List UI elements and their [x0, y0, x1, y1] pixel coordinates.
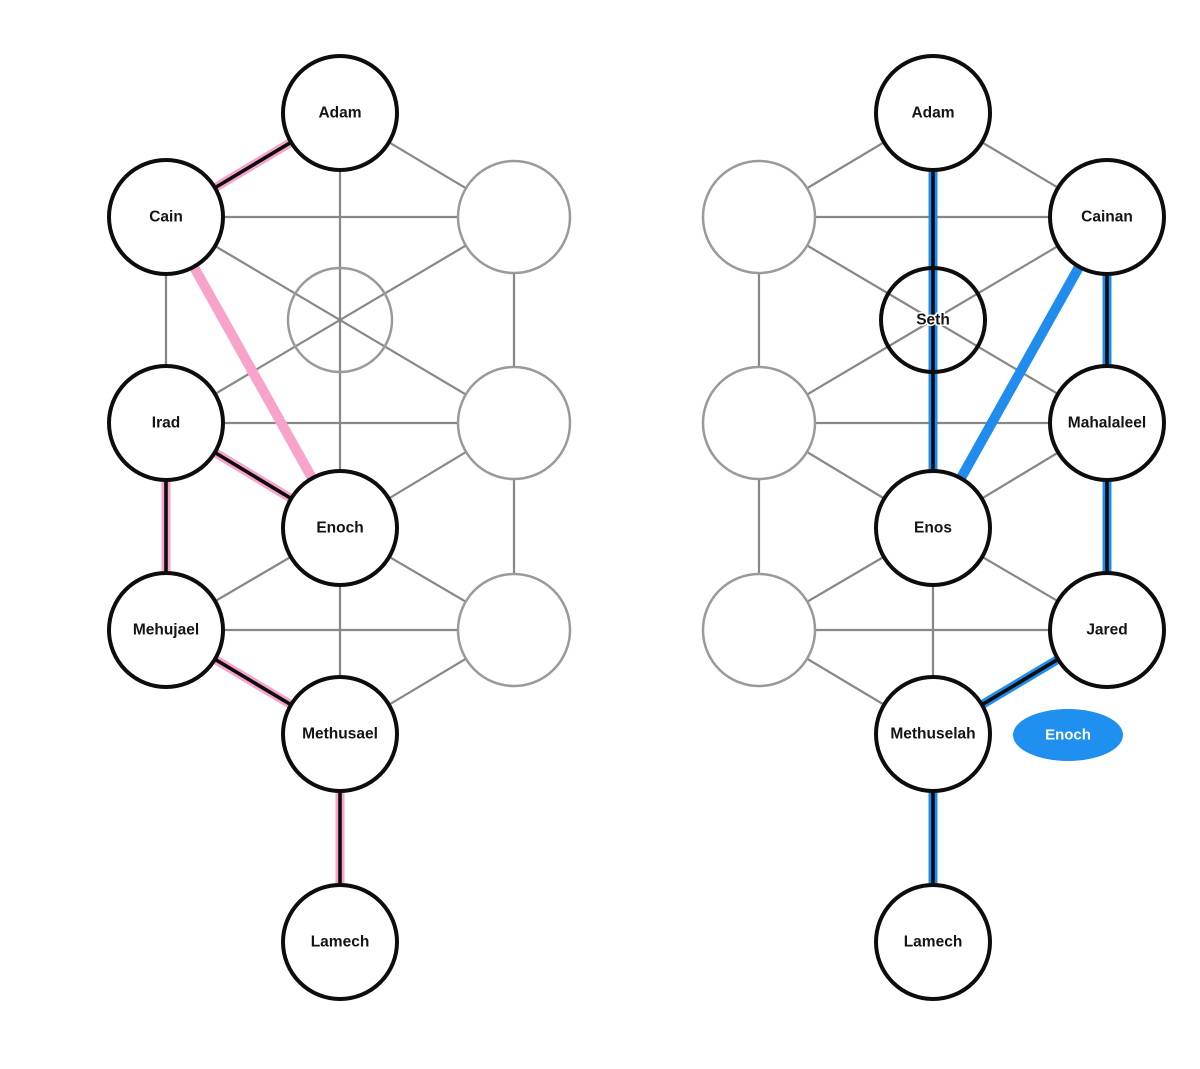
node-left-blank3 — [456, 572, 572, 688]
diagram-canvas: AdamCainIradEnochMehujaelMethusaelLamech… — [107, 54, 1166, 1001]
node-left-methusael — [281, 675, 399, 793]
node-right-adam — [874, 54, 992, 172]
label-right-seth: Seth — [916, 312, 950, 329]
lineage-jump-edge-left-cain-enoch — [161, 214, 345, 531]
node-right-jared — [1048, 571, 1166, 689]
label-left-cain: Cain — [149, 209, 183, 226]
label-right-mahalaleel: Mahalaleel — [1068, 415, 1146, 432]
node-right-cainan — [1048, 158, 1166, 276]
node-left-irad — [107, 364, 225, 482]
label-left-methusael: Methusael — [302, 726, 378, 743]
label-right-adam: Adam — [911, 105, 954, 122]
node-right-blank1 — [701, 159, 817, 275]
label-left-lamech: Lamech — [311, 934, 370, 951]
label-left-mehujael: Mehujael — [133, 622, 199, 639]
enoch-callout-ellipse — [1013, 709, 1123, 761]
lineage-jump-edge-right-cainan-enos — [928, 214, 1112, 531]
label-left-enoch: Enoch — [316, 520, 363, 537]
node-left-blank2 — [456, 365, 572, 481]
label-right-enos: Enos — [914, 520, 952, 537]
label-right-methuselah: Methuselah — [890, 726, 975, 743]
label-right-lamech: Lamech — [904, 934, 963, 951]
node-left-enoch — [281, 469, 399, 587]
label-left-irad: Irad — [152, 415, 180, 432]
node-left-mehujael — [107, 571, 225, 689]
node-right-seth — [879, 266, 987, 374]
node-right-enos — [874, 469, 992, 587]
node-right-blank2 — [701, 365, 817, 481]
node-left-cain — [107, 158, 225, 276]
enoch-callout-label: Enoch — [1045, 727, 1091, 744]
node-right-mahalaleel — [1048, 364, 1166, 482]
node-left-blank1 — [456, 159, 572, 275]
label-right-jared: Jared — [1086, 622, 1127, 639]
node-right-lamech — [874, 883, 992, 1001]
label-left-adam: Adam — [318, 105, 361, 122]
edge-left-blank1-irad — [165, 216, 515, 424]
node-left-adam — [281, 54, 399, 172]
node-right-blank3 — [701, 572, 817, 688]
node-left-lamech — [281, 883, 399, 1001]
node-right-methuselah — [874, 675, 992, 793]
right-tree: AdamCainanSethMahalaleelEnosJaredMethuse… — [701, 54, 1166, 1001]
label-right-cainan: Cainan — [1081, 209, 1133, 226]
node-left-hollow — [286, 266, 394, 374]
